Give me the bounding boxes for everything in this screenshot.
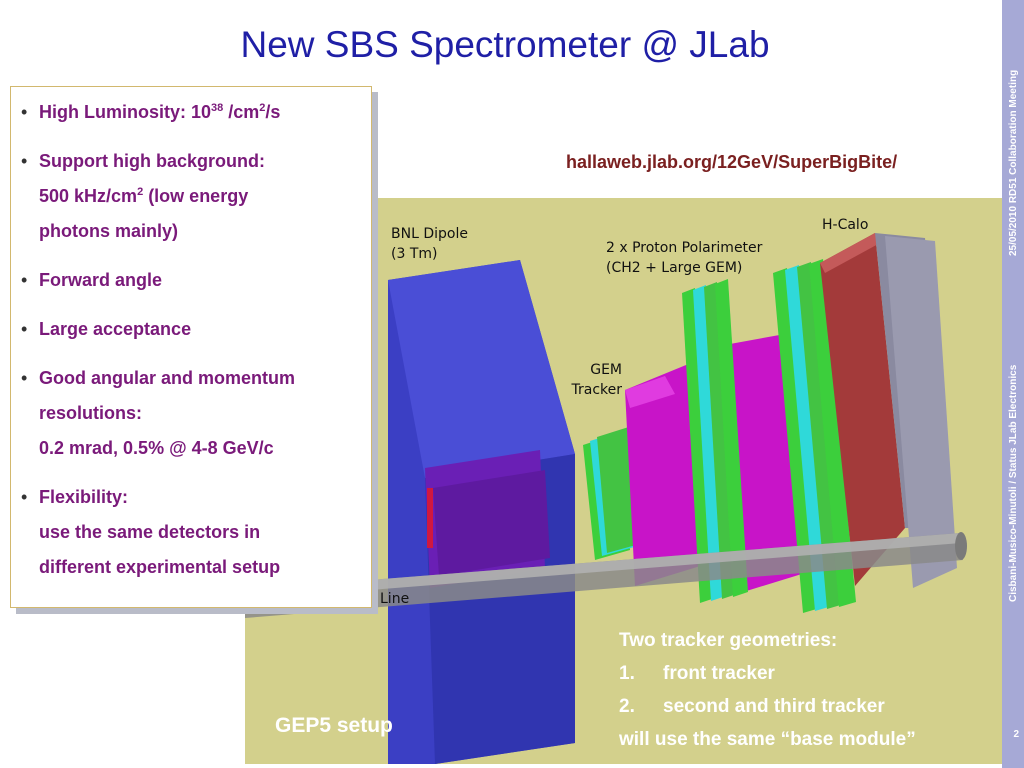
h-calorimeter bbox=[820, 233, 957, 588]
polarimeter-plates-1 bbox=[682, 279, 748, 603]
feature-list: • High Luminosity: 1038 /cm2/s • Support… bbox=[11, 95, 371, 585]
feature-resolution: • Good angular and momentum resolutions:… bbox=[11, 361, 371, 466]
hcalo-label: H-Calo bbox=[822, 217, 869, 233]
meeting-info: 25/05/2010 RD51 Collaboration Meeting bbox=[1008, 69, 1019, 256]
polarimeter-label: 2 x Proton Polarimeter (CH2 + Large GEM) bbox=[606, 240, 763, 276]
geometry-item: 1.front tracker bbox=[619, 663, 775, 684]
bullet-dot: • bbox=[21, 319, 28, 339]
gem-label: GEM Tracker bbox=[571, 362, 622, 398]
gem-tracker bbox=[583, 425, 643, 560]
bullet-dot: • bbox=[21, 487, 28, 507]
beamline-label: Line bbox=[380, 591, 410, 607]
dipole-label: BNL Dipole (3 Tm) bbox=[391, 226, 468, 262]
feature-flexibility: • Flexibility: use the same detectors in… bbox=[11, 480, 371, 585]
project-url[interactable]: hallaweb.jlab.org/12GeV/SuperBigBite/ bbox=[566, 152, 898, 172]
bullet-dot: • bbox=[21, 102, 28, 122]
polarimeter-plates-2 bbox=[773, 259, 856, 613]
detector-illustration bbox=[245, 233, 967, 764]
feature-forward-angle: • Forward angle bbox=[11, 263, 371, 298]
page-number: 2 bbox=[1013, 729, 1019, 740]
geometry-item: 2.second and third tracker bbox=[619, 696, 885, 717]
feature-background: • Support high background: 500 kHz/cm2 (… bbox=[11, 144, 371, 249]
feature-acceptance: • Large acceptance bbox=[11, 312, 371, 347]
bullet-dot: • bbox=[21, 368, 28, 388]
feature-luminosity: • High Luminosity: 1038 /cm2/s bbox=[11, 95, 371, 130]
bullet-dot: • bbox=[21, 270, 28, 290]
tracker-geometries: Two tracker geometries: 1.front tracker … bbox=[619, 630, 916, 750]
author-info: Cisbani-Musico-Minutoli / Status JLab El… bbox=[1008, 364, 1019, 602]
bullet-dot: • bbox=[21, 151, 28, 171]
features-box: • High Luminosity: 1038 /cm2/s • Support… bbox=[10, 86, 372, 608]
slide-title: New SBS Spectrometer @ JLab bbox=[240, 24, 770, 65]
setup-label: GEP5 setup bbox=[275, 714, 393, 737]
slide-sidebar: 25/05/2010 RD51 Collaboration Meeting Ci… bbox=[1002, 0, 1024, 768]
